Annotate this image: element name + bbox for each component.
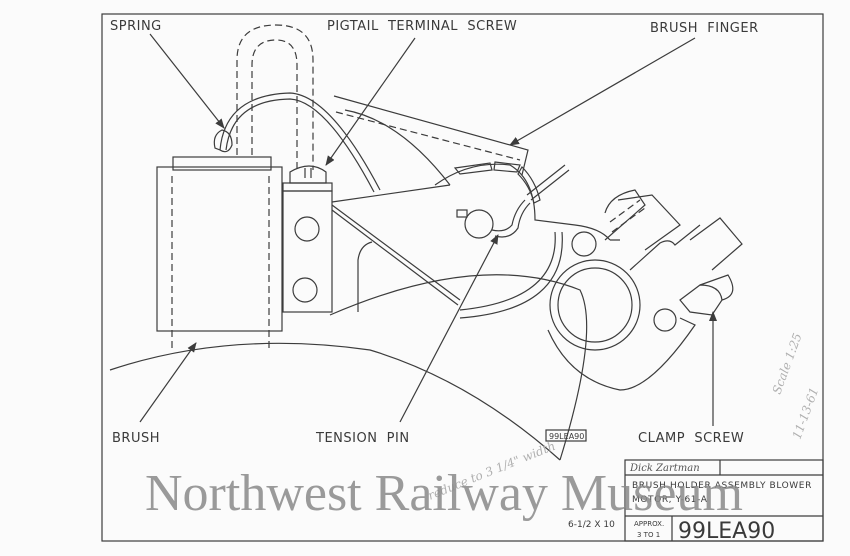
watermark: Northwest Railway Museum bbox=[145, 465, 743, 522]
title-line-1: BRUSH HOLDER ASSEMBLY BLOWER bbox=[632, 481, 812, 491]
clamp bbox=[547, 189, 743, 391]
title-block bbox=[624, 459, 824, 542]
label-tension-pin: TENSION PIN bbox=[315, 431, 410, 446]
brush bbox=[156, 156, 283, 350]
handwritten-scale-note: Scale 1:25 bbox=[770, 331, 805, 396]
terminal-block bbox=[282, 184, 461, 313]
pigtail-terminal-screw bbox=[282, 165, 333, 192]
commutator-arc bbox=[109, 342, 561, 461]
number-stamp-box bbox=[545, 429, 587, 442]
pigtail-loop bbox=[236, 24, 314, 170]
leader-lines bbox=[139, 33, 717, 426]
brush-finger bbox=[333, 95, 529, 186]
holder-arc bbox=[329, 274, 588, 461]
label-brush-finger: BRUSH FINGER bbox=[650, 21, 759, 36]
scale-line-2: 3 TO 1 bbox=[637, 531, 660, 539]
label-brush: BRUSH bbox=[112, 431, 160, 446]
size-note: 6-1/2 X 10 bbox=[568, 520, 615, 530]
label-clamp-screw: CLAMP SCREW bbox=[638, 431, 744, 446]
label-pigtail-terminal-screw: PIGTAIL TERMINAL SCREW bbox=[327, 19, 517, 34]
label-spring: SPRING bbox=[110, 19, 162, 34]
number-stamp: 99LEA90 bbox=[549, 432, 584, 441]
drawing-border bbox=[101, 13, 824, 542]
scale-line-1: APPROX. bbox=[634, 520, 664, 528]
handwritten-date-note: 11-13-61 bbox=[790, 386, 822, 441]
title-line-2: MOTOR, Y-61-A bbox=[632, 495, 708, 505]
drawing-number: 99LEA90 bbox=[678, 519, 775, 544]
holder-hub bbox=[434, 161, 611, 319]
spring bbox=[213, 92, 381, 193]
signature: Dick Zartman bbox=[629, 463, 700, 474]
